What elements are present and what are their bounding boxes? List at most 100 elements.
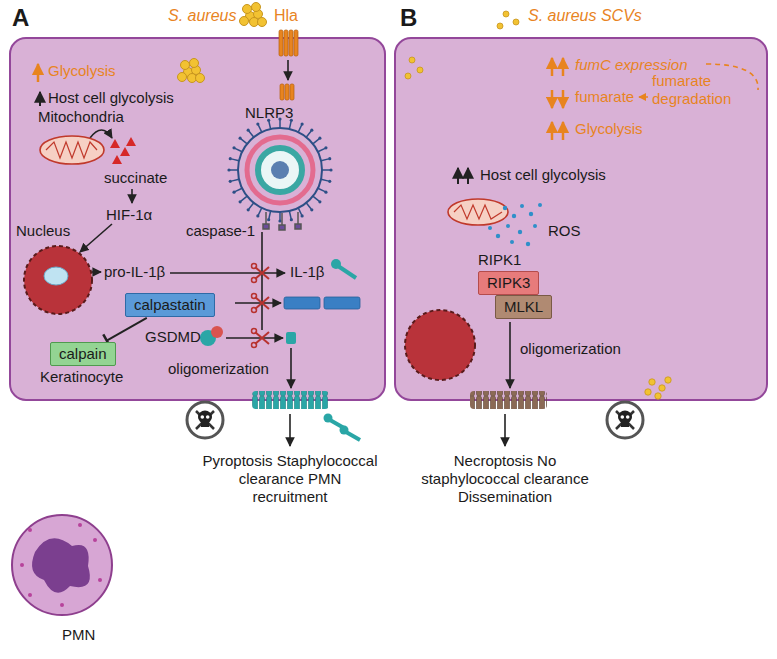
inflammasome-part (289, 121, 291, 129)
inflammasome-part (278, 219, 281, 222)
scv-dots-part (649, 379, 655, 385)
pores-part (470, 391, 547, 409)
ros-dots-part (520, 204, 524, 208)
inflammasome-part (239, 200, 242, 203)
inflammasome-part (247, 208, 250, 211)
death-symbol (187, 402, 643, 438)
ros-dots-part (506, 224, 510, 228)
scv-dots-part (409, 57, 415, 63)
arrows-part (509, 322, 511, 388)
arrows-part (90, 130, 112, 138)
gsdmd-icon-part (286, 332, 296, 344)
protein-box: MLKL (495, 295, 552, 319)
bacteria-part (178, 59, 205, 83)
scissors-part (252, 294, 270, 313)
hla-toxin-part (290, 84, 294, 100)
protein-name: calpain (59, 345, 107, 363)
inflammasome-part (329, 168, 332, 171)
pmn-cell-part-part (98, 578, 102, 582)
caspase-1-part (295, 224, 301, 229)
protein-name: calpastatin (134, 296, 206, 314)
ros-dots-part (503, 206, 507, 210)
protein-name: RIPK3 (487, 274, 530, 292)
inflammasome-part (231, 179, 239, 181)
cell-label: PMN (62, 626, 95, 644)
orange-arrows-part (551, 58, 554, 76)
protein-label: HIF-1α (106, 206, 152, 224)
inflammasome-part (231, 159, 239, 161)
pmn-cell-part (20, 523, 102, 607)
caspase-1-part (266, 212, 298, 225)
hla-toxin-part (284, 30, 288, 56)
arrows-part (287, 60, 289, 80)
panel-letter: A (12, 4, 29, 33)
scissors-part (252, 329, 270, 348)
metabolite-label: fumarate (575, 88, 634, 106)
metabolite-label: succinate (104, 169, 167, 187)
pmn-cell-part-part (28, 528, 32, 532)
il-1b-released-part (346, 432, 360, 440)
succinate-triangles-part (112, 155, 122, 164)
pmn-cell-part-part (60, 603, 64, 607)
inflammasome-part (313, 196, 319, 201)
cell-panel-b (395, 38, 767, 400)
ros-dots-part (518, 230, 522, 234)
arrows-part (504, 414, 506, 446)
protein-name: MLKL (504, 298, 543, 316)
inflammasome-part (256, 122, 259, 125)
inflammasome-part (318, 200, 321, 203)
il-1b-released-part (324, 414, 333, 423)
inflammasome-part (318, 137, 321, 140)
hla-toxin-part (280, 84, 284, 100)
process-label: oligomerization (520, 340, 621, 358)
inflammasome-part (313, 139, 319, 144)
arrows-part (39, 92, 41, 106)
mitochondrion-a-part (46, 142, 97, 158)
inflammasome-part (322, 169, 330, 171)
inflammasome-part (230, 169, 238, 171)
protein-label: pro-IL-1β (104, 263, 165, 281)
ros-dots-part (526, 242, 530, 246)
scv-dots-part (417, 67, 423, 73)
arrows-part (170, 272, 285, 274)
orange-arrows-part (562, 122, 565, 140)
nucleus-a-part (44, 267, 68, 285)
pmn-cell-part-part (28, 593, 32, 597)
succinate-triangles (110, 137, 136, 164)
orange-arrows-part (551, 90, 554, 108)
inflammasome-part (324, 146, 327, 149)
inflammasome-part (249, 131, 254, 137)
arrows-part (226, 337, 283, 339)
inflammasome-part (241, 196, 247, 201)
caspase-1 (263, 212, 301, 230)
gsdmd-icon-part (211, 326, 223, 338)
inflammasome-part (229, 180, 232, 183)
il-1b-released (324, 414, 361, 441)
orange-arrows-part (562, 90, 565, 108)
mitochondrion-b (448, 199, 508, 225)
organism-label: S. aureus (168, 6, 236, 25)
ros-dots-part (510, 240, 514, 244)
scv-dots-part (645, 389, 651, 395)
gsdmd-cleaved-part (324, 297, 360, 309)
caspase-1-part (263, 224, 269, 229)
nucleus-b-part (405, 310, 475, 380)
inflammasome-part (232, 146, 235, 149)
pmn-cell-part-part (93, 538, 97, 542)
hla-toxin-part (289, 30, 293, 56)
inflammasome-part (247, 137, 313, 203)
inflammasome-part (310, 208, 313, 211)
inflammasome-part (258, 208, 261, 215)
ros-dots-part (488, 226, 492, 230)
pmn-cell-part (12, 515, 112, 615)
arrows-part (290, 348, 292, 388)
inflammasome-part (229, 157, 232, 160)
process-label: Host cell glycolysis (480, 166, 606, 184)
mitochondrion-a-part (40, 136, 104, 164)
inflammasome-part (247, 129, 250, 132)
process-label: Glycolysis (575, 120, 643, 138)
gsdmd-cleaved (284, 297, 360, 309)
hla-toxin-part (294, 30, 298, 56)
bacteria-part (240, 3, 267, 27)
inflammasome-part (258, 148, 302, 192)
